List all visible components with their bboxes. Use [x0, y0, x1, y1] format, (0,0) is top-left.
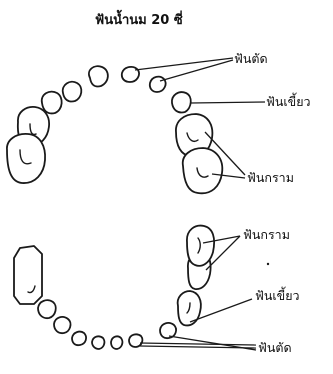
- lower-tooth-incisor-right-2: [128, 333, 144, 348]
- leader-upper-molar-b: [211, 173, 246, 179]
- label-upper-canine: ฟันเขี้ยว: [266, 92, 311, 109]
- label-lower-canine: ฟันเขี้ยว: [255, 286, 300, 303]
- upper-tooth-molar-left-3-groove: [19, 149, 32, 165]
- upper-tooth-molar-left-3: [6, 133, 46, 184]
- speck-mark: [266, 262, 270, 266]
- upper-tooth-molar-right-1-groove: [186, 132, 199, 142]
- upper-tooth-molar-right-2-groove: [196, 167, 209, 178]
- lower-tooth-incisor-left-1: [91, 335, 106, 350]
- leader-lower-molar-b: [205, 235, 241, 271]
- lower-arch: ฟันกราม ฟันเขี้ยว ฟันตัด: [13, 224, 300, 355]
- upper-tooth-molar-left-1: [40, 90, 63, 115]
- upper-tooth-molar-left-2-groove: [29, 123, 37, 136]
- lower-tooth-molar-left: [13, 245, 43, 305]
- lower-tooth-molar-right-1-groove: [186, 302, 191, 314]
- upper-tooth-molar-right-1: [175, 113, 214, 158]
- lower-tooth-molar-left-groove: [27, 285, 36, 294]
- upper-tooth-canine-right: [171, 91, 192, 114]
- diagram-title: ฟันน้ำนม 20 ซี่: [95, 9, 183, 28]
- lower-tooth-incisor-right-1: [110, 335, 124, 350]
- label-upper-incisor: ฟันตัด: [234, 51, 268, 66]
- upper-tooth-incisor-left-2: [88, 65, 109, 88]
- lower-tooth-canine-left: [53, 316, 72, 335]
- label-lower-incisor: ฟันตัด: [258, 340, 292, 355]
- leader-lower-canine: [189, 298, 253, 323]
- leader-upper-incisor-a: [134, 57, 234, 71]
- label-lower-molar: ฟันกราม: [243, 227, 290, 242]
- leader-lower-incisor-b: [139, 345, 257, 349]
- leader-lower-incisor-c: [168, 335, 257, 351]
- upper-arch: ฟันตัด ฟันเขี้ยว ฟันกราม: [6, 51, 311, 195]
- leader-upper-canine: [190, 101, 266, 104]
- lower-tooth-molar-left-2: [37, 299, 57, 320]
- leader-lower-molar-a: [202, 235, 241, 244]
- leader-lower-incisor-a: [139, 342, 257, 346]
- lower-tooth-incisor-left-2: [71, 330, 87, 347]
- upper-tooth-incisor-right-1: [148, 75, 167, 93]
- lower-tooth-canine-right: [159, 322, 177, 340]
- label-upper-molar: ฟันกราม: [247, 170, 294, 185]
- leader-upper-molar-a: [204, 131, 246, 176]
- upper-tooth-canine-left: [61, 80, 83, 103]
- lower-tooth-molar-right-3-groove: [197, 237, 201, 254]
- leader-upper-incisor-b: [159, 59, 234, 82]
- upper-tooth-molar-right-2: [181, 147, 224, 195]
- upper-tooth-incisor-left-1: [120, 66, 140, 83]
